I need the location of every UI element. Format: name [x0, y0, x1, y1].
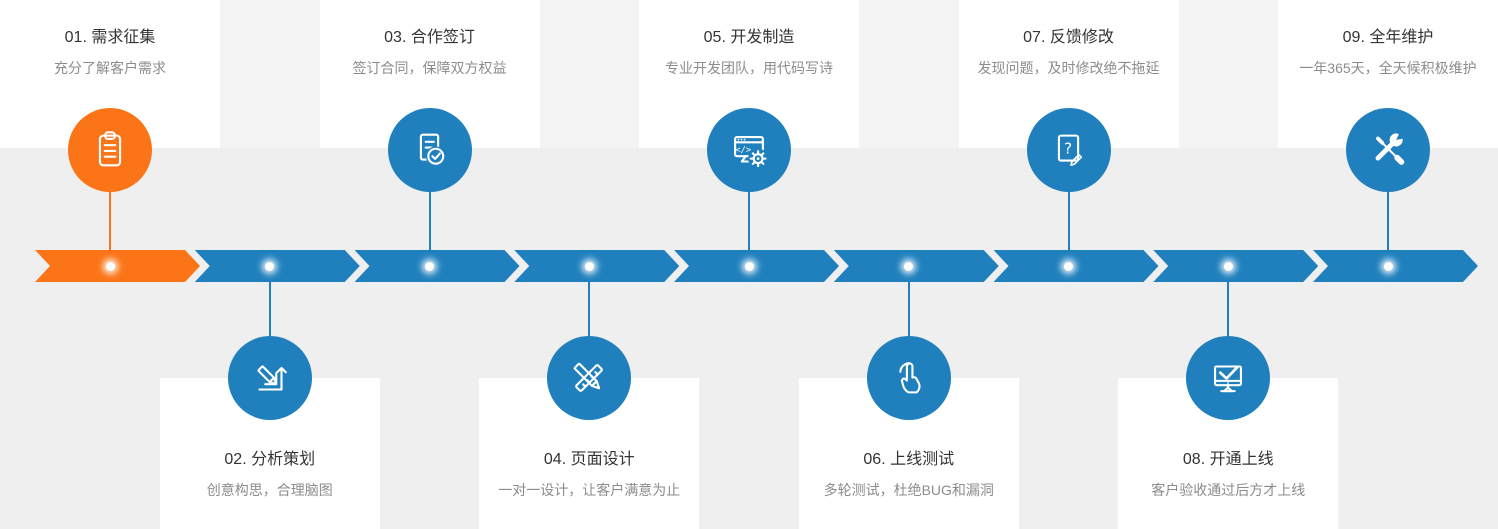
step-subtitle: 多轮测试，杜绝BUG和漏洞	[823, 482, 994, 498]
process-step-04: 04. 页面设计 一对一设计，让客户满意为止	[479, 0, 700, 529]
timeline-arrow-segment	[674, 250, 839, 282]
step-icon-circle	[1346, 108, 1430, 192]
svg-text:</>: </>	[735, 146, 751, 156]
step-title: 07. 反馈修改	[1023, 29, 1114, 46]
timeline-node-dot	[105, 261, 115, 271]
step-connector-line	[748, 191, 750, 251]
timeline-arrow-segment	[1313, 250, 1478, 282]
step-connector-line	[1067, 191, 1070, 251]
step-connector-line	[268, 281, 271, 337]
timeline-arrow-segment	[1153, 250, 1319, 282]
step-subtitle: 充分了解客户需求	[54, 60, 166, 76]
step-title: 03. 合作签订	[384, 29, 475, 46]
timeline-node-dot	[1383, 261, 1393, 271]
step-icon-circle: </>	[707, 108, 791, 192]
clipboard-icon	[98, 131, 122, 167]
step-title: 08. 开通上线	[1182, 451, 1274, 468]
step-icon-circle: ?	[1026, 108, 1111, 192]
touch-test-icon	[899, 362, 921, 394]
timeline-node-dot	[1064, 261, 1073, 271]
timeline-node-dot	[744, 261, 754, 271]
timeline-node-dot	[265, 261, 275, 271]
timeline-arrow-segment	[194, 250, 360, 282]
step-subtitle: 发现问题，及时修改绝不拖延	[977, 60, 1160, 76]
step-title: 09. 全年维护	[1342, 29, 1434, 46]
step-icon-circle	[68, 108, 152, 192]
step-title: 05. 开发制造	[703, 29, 795, 46]
feedback-edit-icon: ?	[1057, 134, 1085, 172]
step-card: 08. 开通上线 客户验收通过后方才上线	[1118, 378, 1339, 529]
step-title: 04. 页面设计	[543, 451, 635, 468]
step-connector-line	[109, 191, 111, 251]
timeline-node-dot	[904, 261, 914, 271]
process-step-02: 02. 分析策划 创意构思，合理脑图	[159, 0, 380, 529]
step-icon-circle	[387, 108, 472, 192]
step-subtitle: 创意构思，合理脑图	[206, 482, 333, 498]
step-connector-line	[1387, 191, 1389, 251]
timeline-arrow-segment	[514, 250, 680, 282]
step-subtitle: 签订合同，保障双方权益	[352, 60, 507, 76]
step-subtitle: 专业开发团队，用代码写诗	[665, 60, 833, 76]
process-step-09: 09. 全年维护 一年365天，全天候积极维护	[1278, 0, 1498, 529]
step-connector-line	[1227, 281, 1230, 337]
step-subtitle: 一对一设计，让客户满意为止	[498, 482, 681, 498]
process-step-05: 05. 开发制造 专业开发团队，用代码写诗 </>	[639, 0, 859, 529]
step-title: 06. 上线测试	[863, 451, 955, 468]
timeline-node-dot	[425, 261, 434, 271]
step-icon-circle	[547, 336, 632, 420]
code-window-icon: </>	[734, 136, 769, 169]
step-icon-circle	[227, 336, 312, 420]
step-icon-circle	[1186, 336, 1271, 420]
svg-text:?: ?	[1063, 139, 1071, 157]
pencil-plan-icon	[257, 365, 287, 391]
design-tools-icon	[573, 362, 604, 392]
timeline-arrow-segment	[993, 250, 1159, 282]
step-title: 02. 分析策划	[224, 451, 316, 468]
timeline-arrow-segment	[833, 250, 999, 282]
process-step-06: 06. 上线测试 多轮测试，杜绝BUG和漏洞	[798, 0, 1019, 529]
timeline-node-dot	[1223, 261, 1233, 271]
contract-check-icon	[419, 133, 446, 167]
timeline-arrow-segment	[35, 250, 200, 282]
step-connector-line	[588, 281, 591, 337]
step-subtitle: 一年365天，全天候积极维护	[1299, 60, 1477, 76]
monitor-check-icon	[1214, 365, 1243, 393]
process-step-01: 01. 需求征集 充分了解客户需求	[0, 0, 220, 529]
step-card: 06. 上线测试 多轮测试，杜绝BUG和漏洞	[798, 378, 1019, 529]
process-step-03: 03. 合作签订 签订合同，保障双方权益	[319, 0, 540, 529]
step-icon-circle	[866, 336, 951, 420]
timeline-node-dot	[584, 261, 594, 271]
step-connector-line	[428, 191, 431, 251]
process-step-07: 07. 反馈修改 发现问题，及时修改绝不拖延 ?	[958, 0, 1179, 529]
process-step-08: 08. 开通上线 客户验收通过后方才上线	[1118, 0, 1339, 529]
wrench-screwdriver-icon	[1375, 129, 1409, 165]
timeline-arrow-segment	[354, 250, 520, 282]
step-subtitle: 客户验收通过后方才上线	[1151, 482, 1306, 498]
step-connector-line	[907, 281, 910, 337]
step-title: 01. 需求征集	[64, 29, 156, 46]
